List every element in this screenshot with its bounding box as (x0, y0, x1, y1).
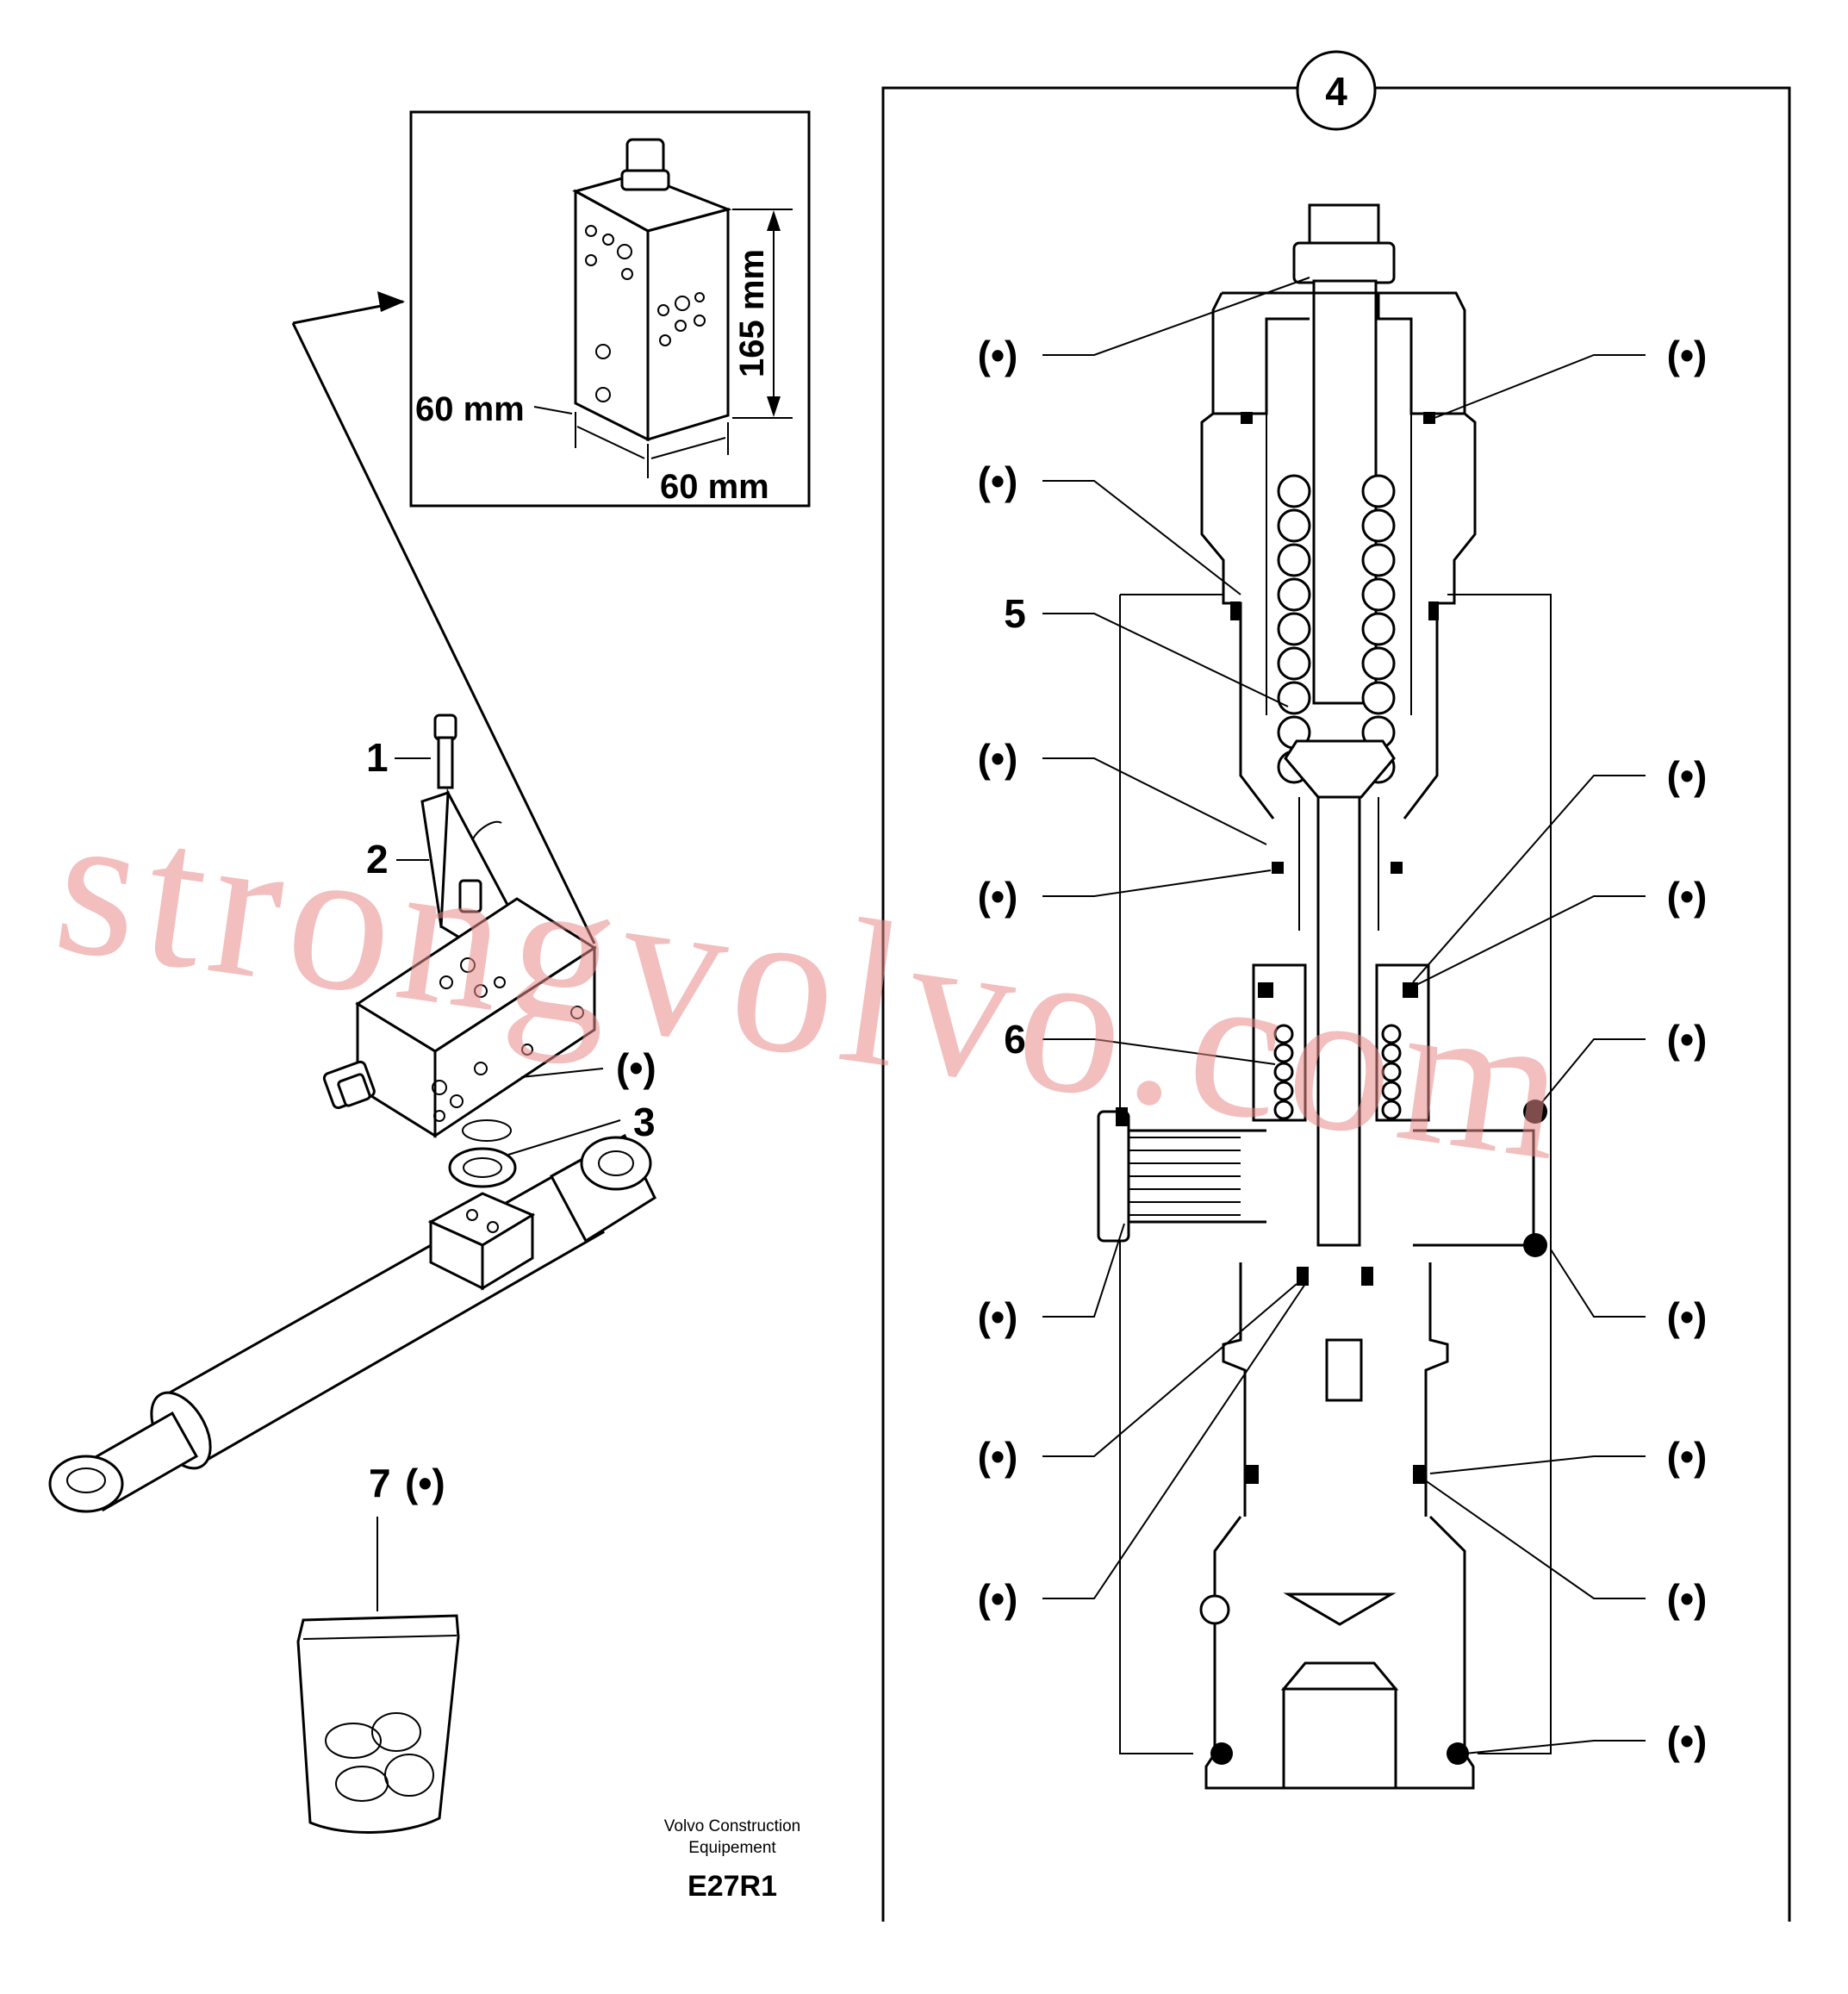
detail-callout-left-2: (•) (978, 458, 1018, 503)
detail-callout-left-5: (•) (978, 1294, 1018, 1339)
dim-height-label: 165 mm (733, 249, 771, 377)
detail-number-circle (1296, 50, 1377, 131)
poppet (1284, 739, 1396, 799)
callout-7-marker: (•) (405, 1461, 445, 1505)
seal-washer (448, 1147, 517, 1188)
left-callout-leaders (376, 757, 621, 1611)
adjuster-screw-top (1308, 203, 1380, 250)
callout-3: 3 (633, 1100, 656, 1144)
inset-leader-line (291, 322, 596, 944)
sensor-cable (471, 820, 502, 841)
inset-pointer-arrowhead (377, 291, 405, 312)
detail-callout-right-6: (•) (1667, 1434, 1708, 1479)
detail-callout-right-5: (•) (1667, 1294, 1708, 1339)
dim-width-right-line (650, 437, 726, 459)
callout-7: 7 (369, 1461, 391, 1505)
dim-width-left-line (576, 426, 645, 459)
detail-callout-left-4: (•) (978, 874, 1018, 919)
callout-seal-ring: (•) (616, 1045, 656, 1090)
detail-4-panel: 4 (881, 50, 1791, 1922)
detail-callout-6: 6 (1004, 1017, 1026, 1062)
cylinder-eye (580, 1136, 652, 1191)
o-ring (462, 1119, 512, 1142)
detail-callout-right-4: (•) (1667, 1017, 1708, 1062)
cylinder-assembly-drawing (48, 713, 656, 1834)
inset-frame (409, 110, 811, 508)
detail-callout-leaders (1042, 277, 1646, 1754)
detail-callout-left-1: (•) (978, 333, 1018, 377)
side-port-threads (1129, 1137, 1241, 1216)
callout-2: 2 (366, 837, 389, 882)
relief-valve-cross-section (1097, 203, 1552, 1790)
end-cap (1282, 1687, 1397, 1790)
dim-width-left-label: 60 mm (415, 390, 525, 428)
detail-callout-right-8: (•) (1667, 1718, 1708, 1763)
bolt-shank (437, 736, 454, 789)
detail-callout-right-7: (•) (1667, 1576, 1708, 1621)
inset-dimension-view: 165 mm 60 mm 60 mm (291, 110, 811, 944)
detail-callout-right-1: (•) (1667, 333, 1708, 377)
valve-block-drawing (572, 138, 732, 442)
detail-number: 4 (1325, 69, 1347, 114)
pilot-spring (1273, 1024, 1402, 1120)
caption-line-2: Equipement (688, 1839, 776, 1857)
callout-1: 1 (366, 735, 389, 780)
bolt-head (433, 713, 457, 741)
detail-callout-left-6: (•) (978, 1434, 1018, 1479)
figure-code: E27R1 (688, 1870, 777, 1903)
cylinder-barrel (162, 1165, 606, 1467)
detail-callout-left-3: (•) (978, 736, 1018, 781)
valve-stem (1316, 795, 1361, 1247)
detail-callout-5: 5 (1004, 591, 1026, 636)
rod-eye (48, 1455, 124, 1513)
dim-width-bottom-label: 60 mm (660, 468, 769, 506)
detail-callout-right-2: (•) (1667, 753, 1708, 798)
caption-line-1: Volvo Construction (664, 1817, 800, 1835)
detail-callout-right-3: (•) (1667, 874, 1708, 919)
lock-nut (1292, 241, 1396, 284)
seal-kit-bag (296, 1614, 460, 1834)
detail-callout-left-7: (•) (978, 1576, 1018, 1621)
sensor-body (458, 879, 482, 913)
